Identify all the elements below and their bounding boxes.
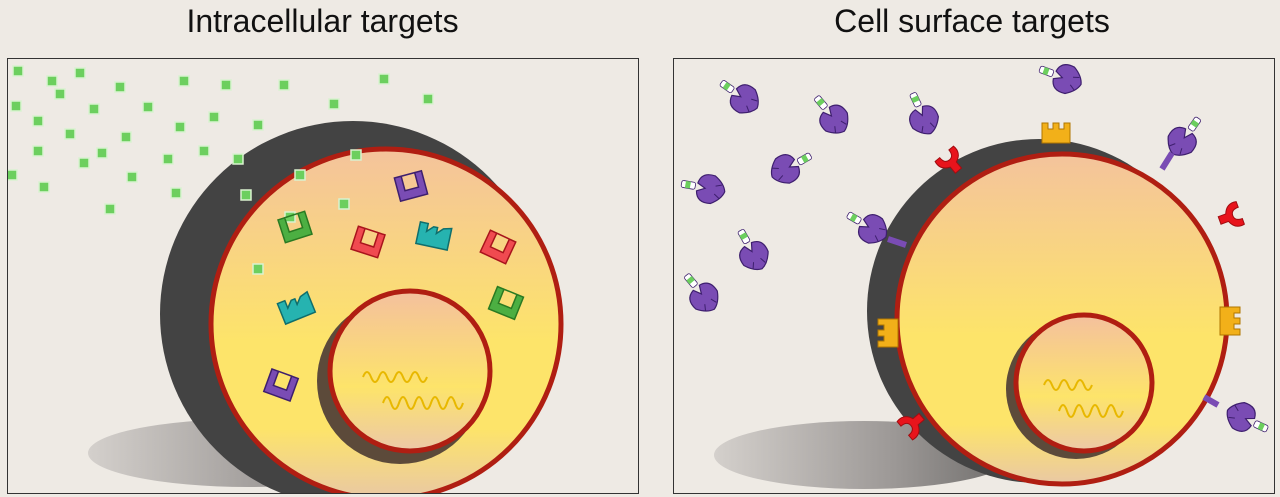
panel-title-cell-surface: Cell surface targets [834, 3, 1110, 39]
dna-icon [1043, 379, 1124, 418]
cell-surface-panel [673, 58, 1275, 494]
intracellular-diagram [8, 65, 564, 493]
nucleus [327, 288, 493, 454]
panel-title-intracellular: Intracellular targets [186, 3, 459, 39]
intracellular-panel [7, 58, 639, 494]
bound-antibody-icons [840, 109, 1274, 443]
cell-surface-diagram [674, 59, 1274, 489]
dna-icon [362, 371, 464, 410]
